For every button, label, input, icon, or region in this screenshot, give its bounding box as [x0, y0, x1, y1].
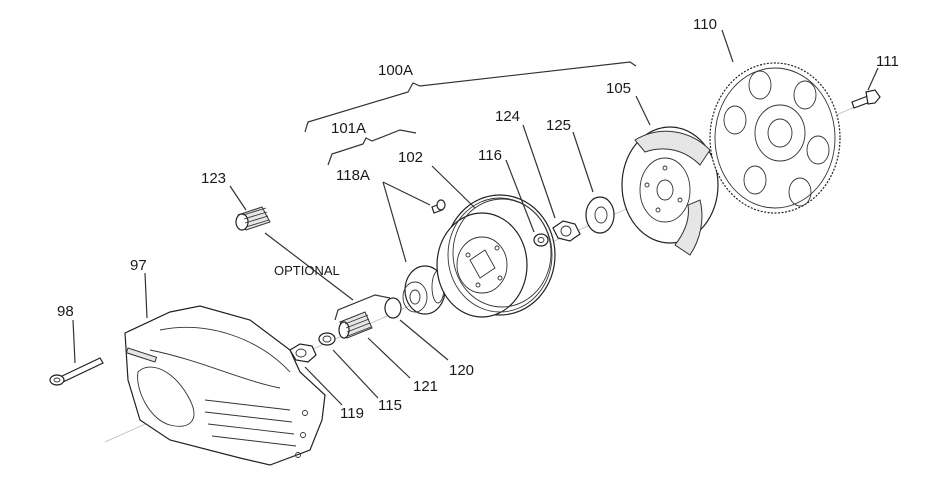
label-119: 119	[340, 405, 364, 422]
label-125: 125	[546, 117, 571, 134]
needle-bearing-part-123[interactable]	[235, 206, 271, 231]
clutch-drum-part-102[interactable]	[436, 194, 556, 318]
label-120: 120	[449, 362, 474, 379]
washer-part-116[interactable]	[533, 233, 549, 247]
label-105: 105	[606, 80, 631, 97]
label-115: 115	[378, 397, 402, 414]
label-123: 123	[201, 170, 226, 187]
needle-bearing-part-121[interactable]	[338, 311, 373, 339]
label-optional: OPTIONAL	[274, 263, 340, 278]
label-111: 111	[876, 53, 899, 70]
clutch-shoe-part-105[interactable]	[621, 126, 719, 256]
gear-bolt-part-111[interactable]	[851, 89, 881, 109]
ring-gear-part-110[interactable]	[709, 62, 841, 214]
washer-part-125[interactable]	[585, 196, 615, 234]
label-102: 102	[398, 149, 423, 166]
label-101A: 101A	[331, 120, 366, 137]
leader-lines	[72, 29, 879, 406]
label-97: 97	[130, 257, 147, 274]
bolt-part-98[interactable]	[49, 357, 104, 386]
washer-part-115[interactable]	[318, 332, 336, 346]
housing-part-97[interactable]	[124, 305, 326, 466]
label-116: 116	[478, 147, 502, 164]
nut-part-119[interactable]	[289, 343, 317, 363]
label-110: 110	[693, 16, 717, 33]
label-98: 98	[57, 303, 74, 320]
nut-part-124[interactable]	[552, 220, 581, 242]
label-121: 121	[413, 378, 438, 395]
label-118A: 118A	[336, 167, 370, 184]
label-100A: 100A	[378, 62, 413, 79]
label-124: 124	[495, 108, 520, 125]
optional-bracket	[334, 294, 391, 321]
o-ring-part-120[interactable]	[384, 297, 402, 319]
screw-part-118A[interactable]	[431, 199, 446, 214]
